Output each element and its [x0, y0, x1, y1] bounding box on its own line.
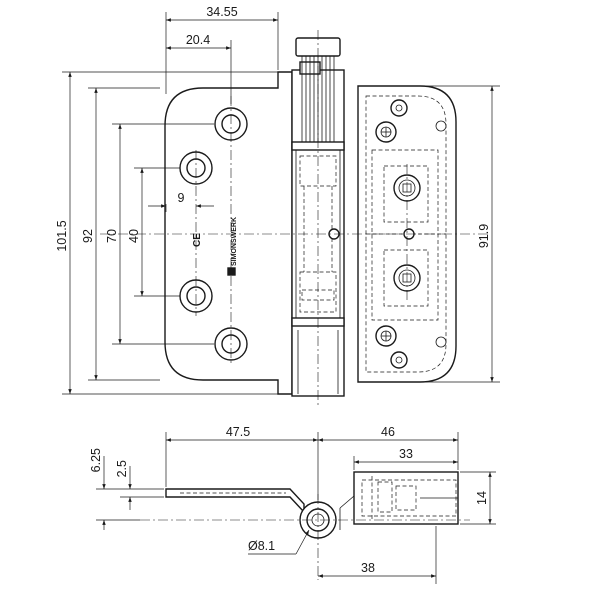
side-view: 47.5 46 33 6.25 2.5 14 Ø8.1 38 [89, 425, 496, 584]
frame-screw-top-left [375, 121, 397, 143]
side-door-leaf [165, 488, 305, 514]
dim-height-overall: 101.5 [55, 220, 69, 251]
dim-frame-inner: 33 [399, 447, 413, 461]
dim-pin-diameter: Ø8.1 [248, 539, 275, 553]
side-frame-leaf [339, 471, 459, 530]
dim-leaf-thickness: 2.5 [115, 460, 129, 477]
dim-bottom-width: 38 [361, 561, 375, 575]
dim-hole-offset: 9 [178, 191, 185, 205]
dim-frame-width: 46 [381, 425, 395, 439]
dim-leaf-width: 47.5 [226, 425, 250, 439]
frame-screw-bottom [390, 351, 408, 369]
dim-hole-spacing-outer: 70 [105, 229, 119, 243]
ce-mark: CE [192, 233, 203, 247]
dim-offset-total: 6.25 [89, 448, 103, 472]
dim-height-leaf: 92 [81, 229, 95, 243]
frame-screw-top [390, 99, 408, 117]
dim-width-hole: 20.4 [186, 33, 210, 47]
brand-logo-text: SIMONSWERK [231, 217, 238, 266]
frame-screw-bottom-left [375, 325, 397, 347]
front-view: CE SIMONSWERK 34.55 20.4 9 101.5 92 [55, 5, 500, 406]
dim-width-knuckle: 34.55 [206, 5, 237, 19]
dim-height-frame-leaf: 91.9 [477, 224, 491, 248]
dim-height: 14 [475, 491, 489, 505]
brand-logo-box [227, 267, 236, 276]
dim-hole-spacing-inner: 40 [127, 229, 141, 243]
